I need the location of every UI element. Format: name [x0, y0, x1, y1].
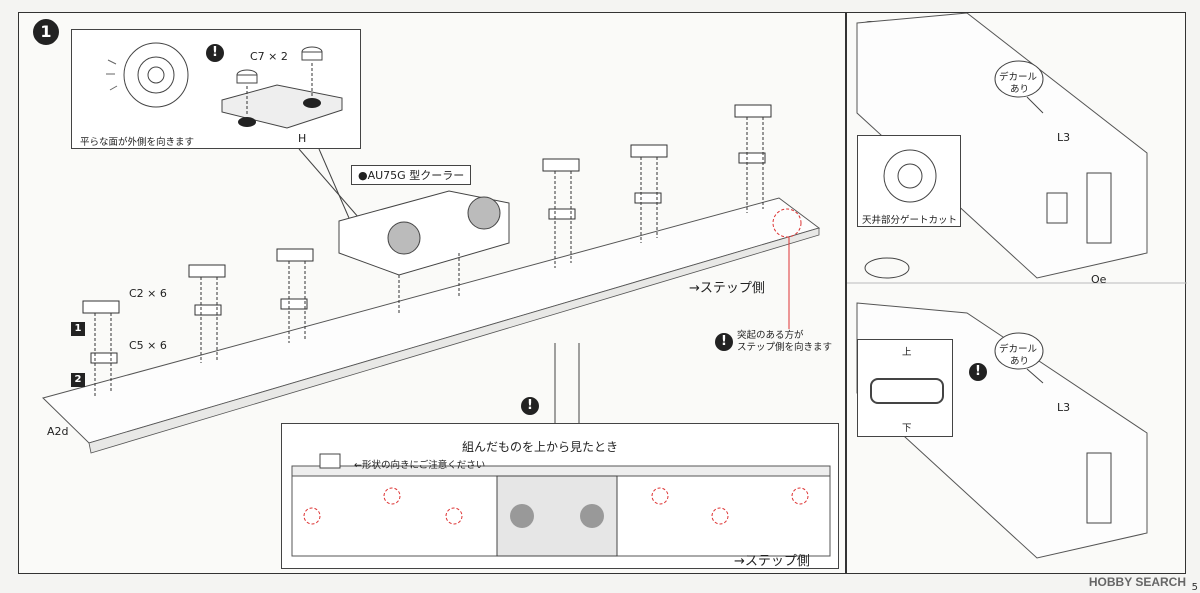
- decal-note-bottom-line1: デカール: [999, 344, 1038, 355]
- order-2-badge: 2: [71, 373, 85, 387]
- inset-box: ! C7 × 2 H 平らな面が外側を向きます: [71, 29, 361, 149]
- l3-label-bottom: L3: [1057, 401, 1071, 414]
- step2-warning-icon: !: [969, 363, 987, 381]
- gate-cut-label: 天井部分ゲートカット: [862, 215, 958, 226]
- topview-shape-note: ←形状の向きにご注意ください: [354, 460, 486, 471]
- topview-illustration: [291, 453, 831, 557]
- inset-note: 平らな面が外側を向きます: [80, 137, 195, 148]
- inset-part-label: H: [298, 132, 307, 145]
- base-part-label: A2d: [47, 425, 69, 438]
- inset-part-count: C7 × 2: [250, 50, 288, 63]
- l3-label-top: L3: [1057, 131, 1071, 144]
- gate-cut-inset: 天井部分ゲートカット: [857, 135, 961, 227]
- decal-note-bottom-line2: あり: [1010, 356, 1030, 367]
- c2-label: C2 × 6: [129, 287, 167, 300]
- decal-note-top-line1: デカール: [999, 72, 1038, 83]
- up-label: 上: [902, 347, 912, 358]
- watermark: HOBBY SEARCH: [1088, 575, 1186, 589]
- page-number: 5: [1191, 582, 1198, 593]
- down-label: 下: [902, 423, 912, 434]
- c5-label: C5 × 6: [129, 339, 167, 352]
- topview-warning-icon: !: [521, 397, 539, 415]
- step-side-label: →ステップ側: [689, 281, 765, 296]
- step1-panel: 1 ! C7 × 2: [18, 12, 846, 574]
- window-shape: [870, 378, 944, 404]
- step2-panel: 2 デカール あり L3 天井部分ゲートカット: [846, 12, 1187, 574]
- body-part-label: Oe: [1091, 273, 1107, 286]
- bump-warning-icon: !: [715, 333, 733, 351]
- bump-note-line1: 突起のある方が: [737, 330, 804, 341]
- car-body-illustration: [847, 13, 1187, 559]
- bump-note-line2: ステップ側を向きます: [737, 342, 833, 353]
- roof-assembly-illustration: [42, 104, 821, 454]
- decal-note-top-line2: あり: [1010, 84, 1030, 95]
- topview-step-side: →ステップ側: [734, 554, 810, 569]
- inset-warning-icon: !: [206, 44, 224, 62]
- topview-box: 組んだものを上から見たとき ←形状の向きにご注意ください →ステップ側: [281, 423, 839, 569]
- cooler-label: ●AU75G 型クーラー: [351, 165, 472, 185]
- order-1-badge: 1: [71, 322, 85, 336]
- gate-cut-illustration: [883, 149, 937, 203]
- orientation-inset: 上 下: [857, 339, 953, 437]
- step1-number: 1: [33, 19, 59, 45]
- topview-title: 組んだものを上から見たとき: [462, 440, 619, 454]
- inset-illustration: [106, 42, 343, 129]
